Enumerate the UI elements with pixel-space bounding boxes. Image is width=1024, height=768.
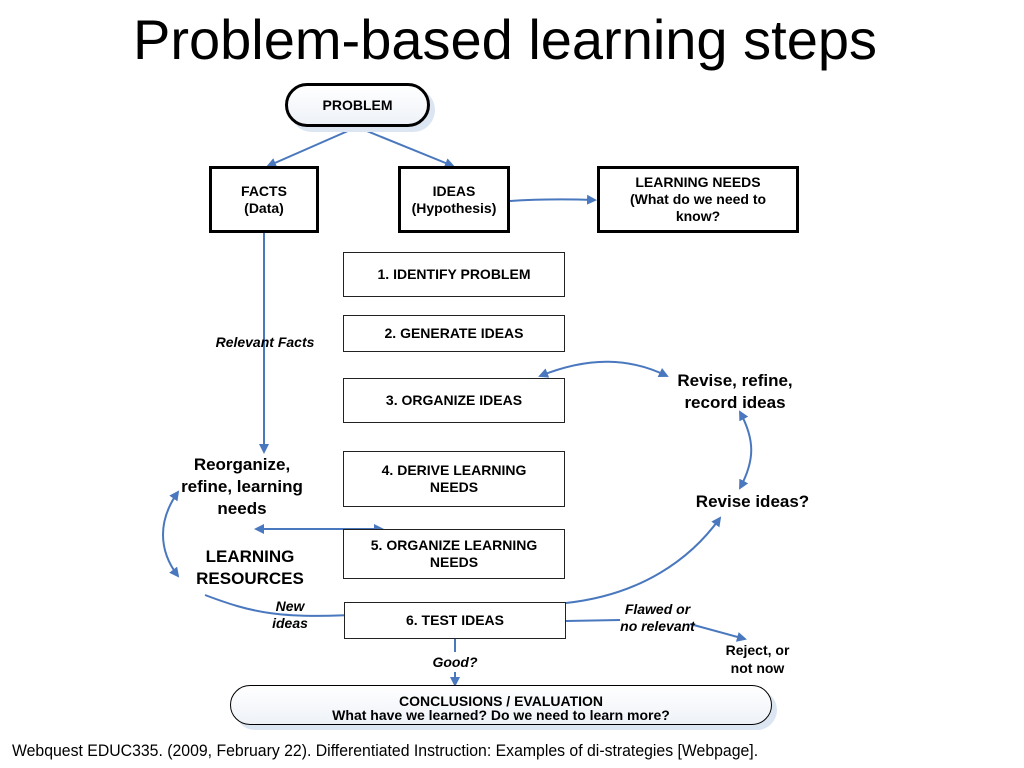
step-1-identify-problem: 1. IDENTIFY PROBLEM	[343, 252, 565, 297]
revise-refine-label: Revise, refine, record ideas	[660, 370, 810, 414]
learning-needs-sublabel-2: know?	[675, 208, 721, 224]
flawed-line-1: Flawed or	[624, 601, 691, 617]
ideas-node: IDEAS (Hypothesis)	[398, 166, 510, 233]
conclusions-node: CONCLUSIONS / EVALUATION What have we le…	[230, 685, 772, 725]
arrow-test-to-revise-ideas	[565, 516, 722, 604]
step-2-label: 2. GENERATE IDEAS	[384, 325, 524, 341]
arrow-problem-to-facts	[266, 126, 358, 168]
reject-line-2: not now	[730, 660, 785, 676]
step-6-test-ideas: 6. TEST IDEAS	[344, 602, 566, 639]
step-3-label: 3. ORGANIZE IDEAS	[385, 392, 523, 408]
arrow-flawed-to-reject	[689, 623, 747, 642]
flawed-label: Flawed or no relevant	[605, 601, 710, 635]
facts-label: FACTS	[241, 182, 287, 199]
reorganize-line-3: needs	[217, 499, 267, 518]
learning-resources-line-1: LEARNING	[205, 547, 295, 566]
arrow-ideas-to-learning-needs	[509, 194, 597, 205]
step-5-organize-learning-needs: 5. ORGANIZE LEARNING NEEDS	[343, 529, 565, 579]
step-4-label: 4. DERIVE LEARNING	[381, 462, 527, 478]
relevant-facts-label: Relevant Facts	[215, 334, 315, 350]
arrow-test-to-reject	[565, 619, 621, 622]
learning-needs-label: LEARNING NEEDS	[635, 174, 761, 190]
arrow-reorganize-resources	[162, 490, 180, 578]
step-3-organize-ideas: 3. ORGANIZE IDEAS	[343, 378, 565, 423]
learning-resources-line-2: RESOURCES	[196, 569, 304, 588]
revise-refine-line-1: Revise, refine,	[677, 371, 793, 390]
conclusions-label: CONCLUSIONS / EVALUATION	[398, 693, 604, 709]
ideas-label: IDEAS	[432, 182, 476, 199]
reject-line-1: Reject, or	[725, 642, 790, 658]
step-2-generate-ideas: 2. GENERATE IDEAS	[343, 315, 565, 352]
arrow-revise-loop	[739, 410, 753, 490]
citation: Webquest EDUC335. (2009, February 22). D…	[12, 741, 759, 760]
revise-refine-line-2: record ideas	[684, 393, 786, 412]
learning-needs-node: LEARNING NEEDS (What do we need to know?	[597, 166, 799, 233]
arrow-organize-ideas-revise	[538, 360, 669, 378]
slide-title: Problem-based learning steps	[133, 8, 877, 71]
facts-sublabel: (Data)	[244, 199, 284, 216]
problem-label: PROBLEM	[322, 96, 393, 113]
new-ideas-label: New ideas	[260, 598, 320, 632]
ideas-sublabel: (Hypothesis)	[411, 199, 497, 216]
step-4-derive-learning-needs: 4. DERIVE LEARNING NEEDS	[343, 451, 565, 507]
reject-label: Reject, or not now	[710, 641, 805, 677]
step-6-label: 6. TEST IDEAS	[405, 612, 505, 628]
step-4-label-2: NEEDS	[429, 479, 479, 495]
step-1-label: 1. IDENTIFY PROBLEM	[377, 266, 531, 282]
good-label: Good?	[432, 654, 478, 670]
arrow-resources-to-test	[204, 594, 370, 620]
new-ideas-line-2: ideas	[272, 615, 308, 631]
reorganize-line-2: refine, learning	[181, 477, 303, 496]
new-ideas-line-1: New	[275, 598, 305, 614]
facts-node: FACTS (Data)	[209, 166, 319, 233]
reorganize-line-1: Reorganize,	[193, 455, 291, 474]
problem-node: PROBLEM	[285, 83, 430, 127]
flawed-line-2: no relevant	[620, 618, 695, 634]
learning-needs-sublabel: (What do we need to	[629, 191, 767, 207]
conclusions-sublabel: What have we learned? Do we need to lear…	[332, 707, 670, 723]
step-5-label-2: NEEDS	[429, 554, 479, 570]
revise-ideas-label: Revise ideas?	[695, 492, 810, 511]
learning-resources-label: LEARNING RESOURCES	[170, 546, 330, 590]
arrow-problem-to-ideas	[356, 126, 455, 168]
step-5-label: 5. ORGANIZE LEARNING	[370, 537, 538, 553]
reorganize-label: Reorganize, refine, learning needs	[162, 454, 322, 520]
